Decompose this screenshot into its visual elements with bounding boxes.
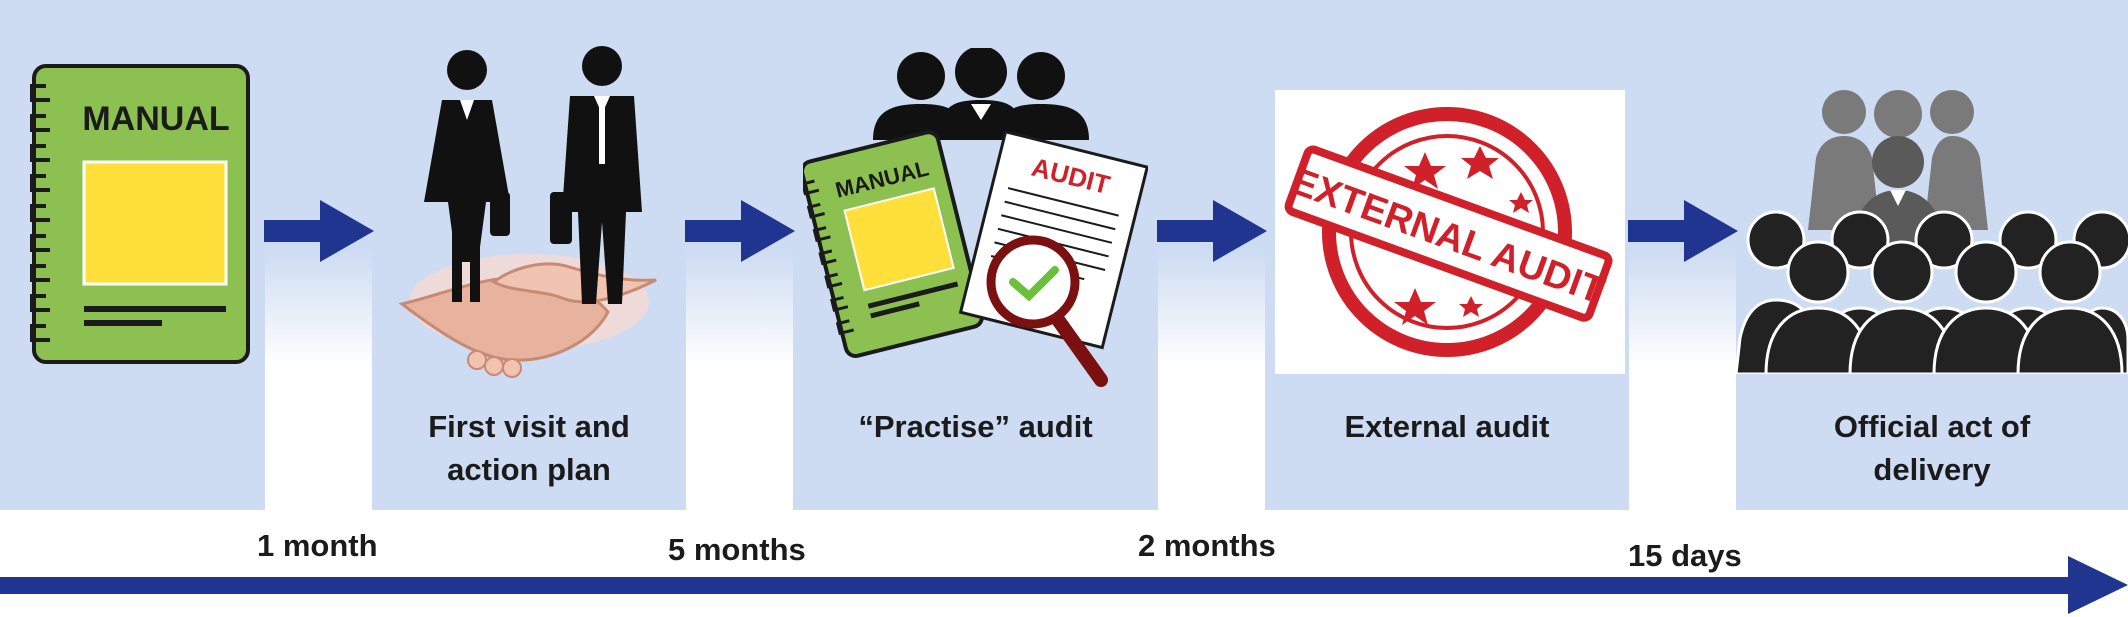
- step-manual: MANUAL: [0, 0, 265, 510]
- handshake-business-people-icon: [398, 46, 657, 378]
- duration-2: 5 months: [668, 532, 806, 567]
- duration-3: 2 months: [1138, 528, 1276, 563]
- gap-2: [686, 250, 793, 510]
- step-arrow-4: [1628, 200, 1738, 262]
- step-label-practise-audit: “Practise” audit: [858, 409, 1093, 444]
- manual-audit-magnifier-icon: MANUAL AUDIT: [803, 48, 1148, 387]
- timeline-arrow: [0, 556, 2128, 614]
- step-arrow-1: [264, 200, 374, 262]
- step-arrow-2: [685, 200, 795, 262]
- manual-notebook-icon: MANUAL: [30, 64, 250, 364]
- step-external-audit: EXTERNAL AUDIT External audit: [1265, 0, 1629, 510]
- step-label-first-visit: First visit and action plan: [428, 409, 630, 487]
- step-practise-audit: MANUAL AUDIT “Practise” audit: [793, 0, 1158, 510]
- group-of-people-icon: [1736, 90, 2128, 374]
- timeline-strip: [0, 510, 2128, 617]
- step-arrow-3: [1157, 200, 1267, 262]
- gap-4: [1629, 250, 1736, 510]
- step-official-delivery: Official act of delivery: [1736, 0, 2128, 510]
- step-label-external-audit: External audit: [1344, 409, 1550, 444]
- gap-1: [265, 250, 372, 510]
- duration-4: 15 days: [1628, 538, 1742, 573]
- step-label-official-delivery: Official act of delivery: [1833, 409, 2031, 487]
- duration-1: 1 month: [257, 528, 378, 563]
- manual-cover-text: MANUAL: [82, 100, 229, 138]
- gap-3: [1158, 250, 1265, 510]
- step-first-visit: First visit and action plan: [372, 0, 686, 510]
- external-audit-stamp-icon: EXTERNAL AUDIT: [1275, 90, 1625, 374]
